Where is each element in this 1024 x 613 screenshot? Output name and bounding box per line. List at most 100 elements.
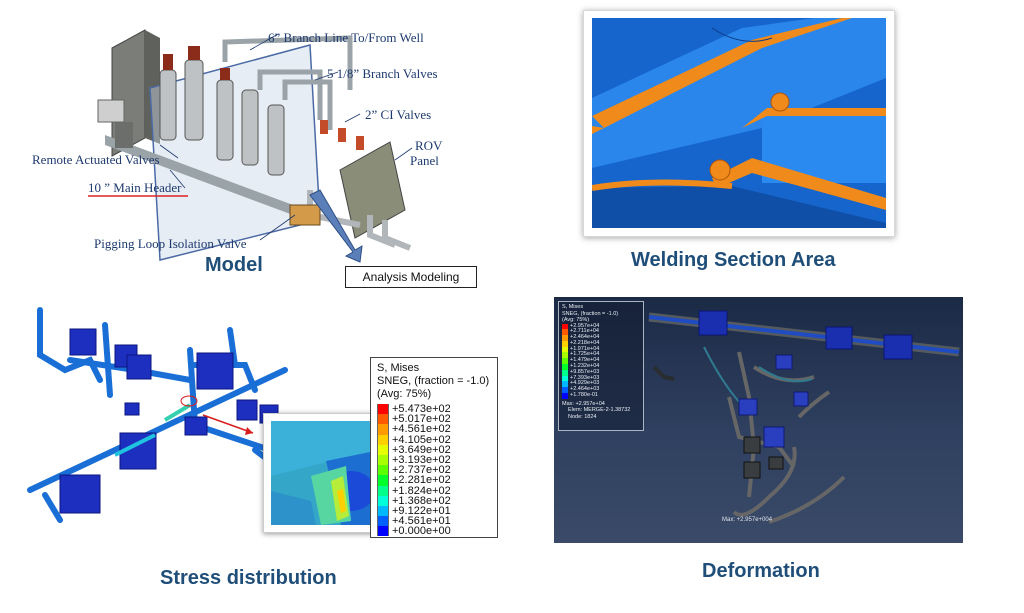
stress-legend-swatch bbox=[377, 505, 389, 517]
deformation-legend-swatch bbox=[562, 369, 568, 376]
deformation-legend-row: +1.780e-01 bbox=[562, 392, 640, 399]
deformation-legend-row: +2.464e+03 bbox=[562, 386, 640, 394]
stress-legend-row: +3.193e+02 bbox=[377, 453, 491, 466]
stress-legend-value: +3.193e+02 bbox=[392, 453, 451, 466]
stress-legend-row: +3.649e+02 bbox=[377, 443, 491, 456]
deformation-legend-row: +2.711e+04 bbox=[562, 328, 640, 336]
stress-legend-swatch bbox=[377, 434, 389, 445]
deformation-legend-swatch bbox=[562, 335, 568, 341]
stress-legend-value: +2.281e+02 bbox=[392, 474, 451, 487]
deformation-legend-swatch bbox=[562, 358, 568, 365]
stress-legend-swatch bbox=[377, 495, 389, 506]
deformation-legend-value: +2.957e+04 bbox=[570, 322, 600, 329]
model-illustration bbox=[88, 29, 413, 263]
deformation-legend-value: +1.971e+04 bbox=[570, 345, 600, 352]
callout-main-header: 10 ” Main Header bbox=[88, 180, 182, 195]
deformation-legend-swatch bbox=[562, 340, 568, 347]
stress-legend-value: +9.122e+01 bbox=[392, 504, 451, 517]
stress-legend-row: +9.122e+01 bbox=[377, 504, 491, 517]
stress-legend-row: +4.105e+02 bbox=[377, 433, 491, 446]
welding-caption: Welding Section Area bbox=[631, 249, 836, 271]
deformation-legend-row: +4.929e+03 bbox=[562, 381, 640, 388]
stress-legend-swatch bbox=[377, 516, 389, 527]
deformation-legend-row: +2.218e+04 bbox=[562, 339, 640, 347]
deformation-legend-swatch bbox=[562, 387, 568, 394]
stress-legend-swatch bbox=[377, 526, 389, 537]
deformation-legend-row: +2.464e+04 bbox=[562, 334, 640, 341]
deformation-legend-title-3: (Avg: 75%) bbox=[562, 317, 590, 323]
deformation-legend-value: +2.218e+04 bbox=[570, 339, 600, 346]
deformation-legend-row: +1.725e+04 bbox=[562, 351, 640, 359]
stress-legend-row: +1.824e+02 bbox=[377, 484, 491, 497]
deformation-legend-value: +1.780e-01 bbox=[570, 392, 598, 399]
deformation-legend-swatch bbox=[562, 346, 568, 353]
deformation-legend-title-1: S, Mises bbox=[562, 304, 584, 310]
stress-caption: Stress distribution bbox=[160, 567, 337, 589]
stress-legend-row: +2.737e+02 bbox=[377, 464, 491, 477]
model-panel: 6” Branch Line To/From Well 5 1/8” Branc… bbox=[20, 10, 490, 295]
stress-legend-row: +5.017e+02 bbox=[377, 413, 491, 426]
stress-legend-swatch bbox=[377, 454, 389, 466]
deformation-max-marker: Max: +2.957e+004 bbox=[722, 517, 773, 523]
stress-legend-value: +2.737e+02 bbox=[392, 464, 451, 477]
deformation-legend-row: +7.393e+03 bbox=[562, 374, 640, 382]
deformation-legend-swatch bbox=[562, 329, 568, 336]
deformation-legend-rows: +2.957e+04+2.711e+04+2.464e+04+2.218e+04… bbox=[562, 322, 640, 399]
deformation-legend-swatch bbox=[562, 323, 568, 330]
stress-legend-value: +1.824e+02 bbox=[392, 484, 451, 497]
deformation-legend-value: +7.393e+03 bbox=[570, 374, 600, 381]
callout-branch-valves: 5 1/8” Branch Valves bbox=[327, 66, 438, 81]
analysis-modeling-box: Analysis Modeling bbox=[345, 266, 477, 288]
stress-legend-swatch bbox=[377, 444, 389, 455]
callout-pigging-valve: Pigging Loop Isolation Valve bbox=[94, 236, 247, 251]
deformation-legend-row: +9.857e+03 bbox=[562, 368, 640, 376]
deformation-legend-row: +1.479e+04 bbox=[562, 357, 640, 365]
stress-legend-value: +0.000e+00 bbox=[392, 525, 451, 538]
callout-branch-line: 6” Branch Line To/From Well bbox=[268, 30, 424, 45]
stress-legend-value: +4.105e+02 bbox=[392, 433, 451, 446]
stress-legend-value: +5.017e+02 bbox=[392, 413, 451, 426]
welding-section-illustration bbox=[592, 18, 886, 228]
stress-legend-swatch bbox=[377, 485, 389, 496]
deformation-legend-swatch bbox=[562, 393, 568, 399]
stress-legend-title-1: S, Mises bbox=[377, 362, 420, 374]
deformation-viewport: Max: +2.957e+004 S, Mises SNEG, (fractio… bbox=[554, 297, 963, 543]
stress-legend-row: +1.368e+02 bbox=[377, 494, 491, 507]
welding-image-frame bbox=[583, 10, 895, 237]
stress-legend-row: +0.000e+00 bbox=[377, 525, 491, 538]
deformation-legend-swatch bbox=[562, 352, 568, 359]
stress-legend-row: +4.561e+02 bbox=[377, 423, 491, 436]
stress-legend-title-2: SNEG, (fraction = -1.0) bbox=[377, 375, 490, 387]
deformation-legend-title-2: SNEG, (fraction = -1.0) bbox=[562, 310, 619, 317]
stress-legend-value: +4.561e+02 bbox=[392, 423, 451, 436]
stress-legend-value: +3.649e+02 bbox=[392, 443, 451, 456]
deformation-legend-row: +2.957e+04 bbox=[562, 322, 640, 330]
stress-legend-row: +5.473e+02 bbox=[377, 403, 491, 415]
deformation-legend-row: +1.232e+04 bbox=[562, 363, 640, 370]
deformation-legend-value: +9.857e+03 bbox=[570, 368, 600, 375]
stress-legend-swatch bbox=[377, 465, 389, 476]
stress-legend-row: +2.281e+02 bbox=[377, 474, 491, 487]
stress-panel: S, Mises SNEG, (fraction = -1.0) (Avg: 7… bbox=[15, 305, 515, 550]
deformation-legend-elem: Elem: MERGE-2-1.38732 bbox=[568, 407, 631, 414]
deformation-model-illustration bbox=[648, 310, 960, 524]
deformation-legend-value: +2.711e+04 bbox=[570, 328, 599, 335]
deformation-legend-value: +1.232e+04 bbox=[570, 363, 600, 370]
deformation-legend-max: Max: +2.957e+04 bbox=[562, 400, 605, 407]
stress-legend-swatch bbox=[377, 424, 389, 435]
deformation-legend-value: +1.479e+04 bbox=[570, 357, 600, 364]
stress-legend-title-3: (Avg: 75%) bbox=[377, 388, 432, 400]
deformation-legend-value: +2.464e+03 bbox=[570, 386, 600, 393]
stress-legend: S, Mises SNEG, (fraction = -1.0) (Avg: 7… bbox=[370, 357, 498, 538]
deformation-legend-row: +1.971e+04 bbox=[562, 345, 640, 353]
callout-remote-valves: Remote Actuated Valves bbox=[32, 152, 160, 167]
stress-model-illustration bbox=[27, 307, 288, 523]
deformation-legend-swatch bbox=[562, 364, 568, 370]
deformation-legend: S, Mises SNEG, (fraction = -1.0) (Avg: 7… bbox=[558, 301, 644, 431]
stress-legend-value: +1.368e+02 bbox=[392, 494, 451, 507]
deformation-legend-value: +1.725e+04 bbox=[570, 351, 600, 358]
model-caption: Model bbox=[205, 254, 263, 276]
deformation-legend-value: +2.464e+04 bbox=[570, 334, 600, 341]
callout-rov-panel-line1: ROV bbox=[415, 138, 443, 153]
deformation-caption: Deformation bbox=[702, 560, 820, 582]
